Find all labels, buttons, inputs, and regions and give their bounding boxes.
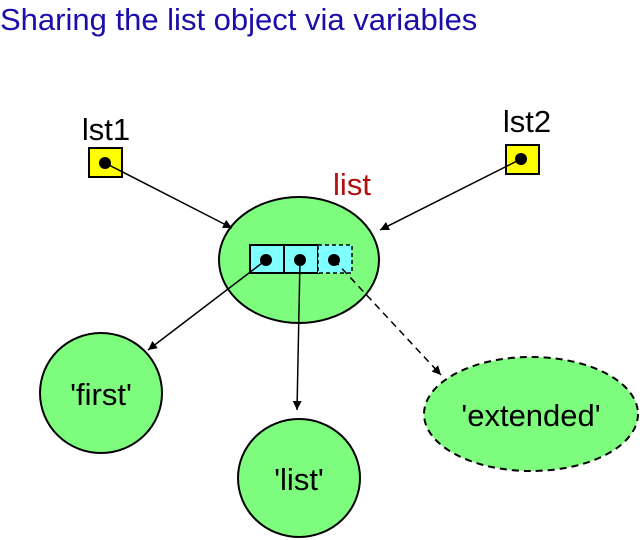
page-title: Sharing the list object via variables (0, 2, 478, 37)
pointer-dot-lst2 (515, 153, 527, 165)
list-object-label: list (333, 167, 371, 202)
arrow-lst2-to-list (379, 158, 522, 231)
pointer-dot-cell-0 (260, 254, 272, 266)
pointer-dot-lst1 (99, 157, 111, 169)
variable-label-lst1: lst1 (82, 112, 130, 147)
element-first-label: 'first' (70, 377, 132, 412)
variable-box-lst1 (88, 147, 123, 178)
pointer-dot-cell-1 (294, 254, 306, 266)
arrow-cell0-to-first (147, 259, 267, 351)
arrow-cell2-to-extended (333, 259, 442, 376)
arrow-lst1-to-list (104, 162, 233, 229)
element-list-ellipse (237, 418, 361, 538)
element-extended-label: 'extended' (461, 398, 600, 433)
variable-label-lst2: lst2 (503, 104, 551, 139)
arrow-cell1-to-list (292, 259, 302, 411)
pointer-dot-cell-2 (328, 254, 340, 266)
element-extended-ellipse (423, 356, 639, 472)
element-list-label: 'list' (274, 462, 324, 497)
element-first-ellipse (39, 332, 163, 454)
